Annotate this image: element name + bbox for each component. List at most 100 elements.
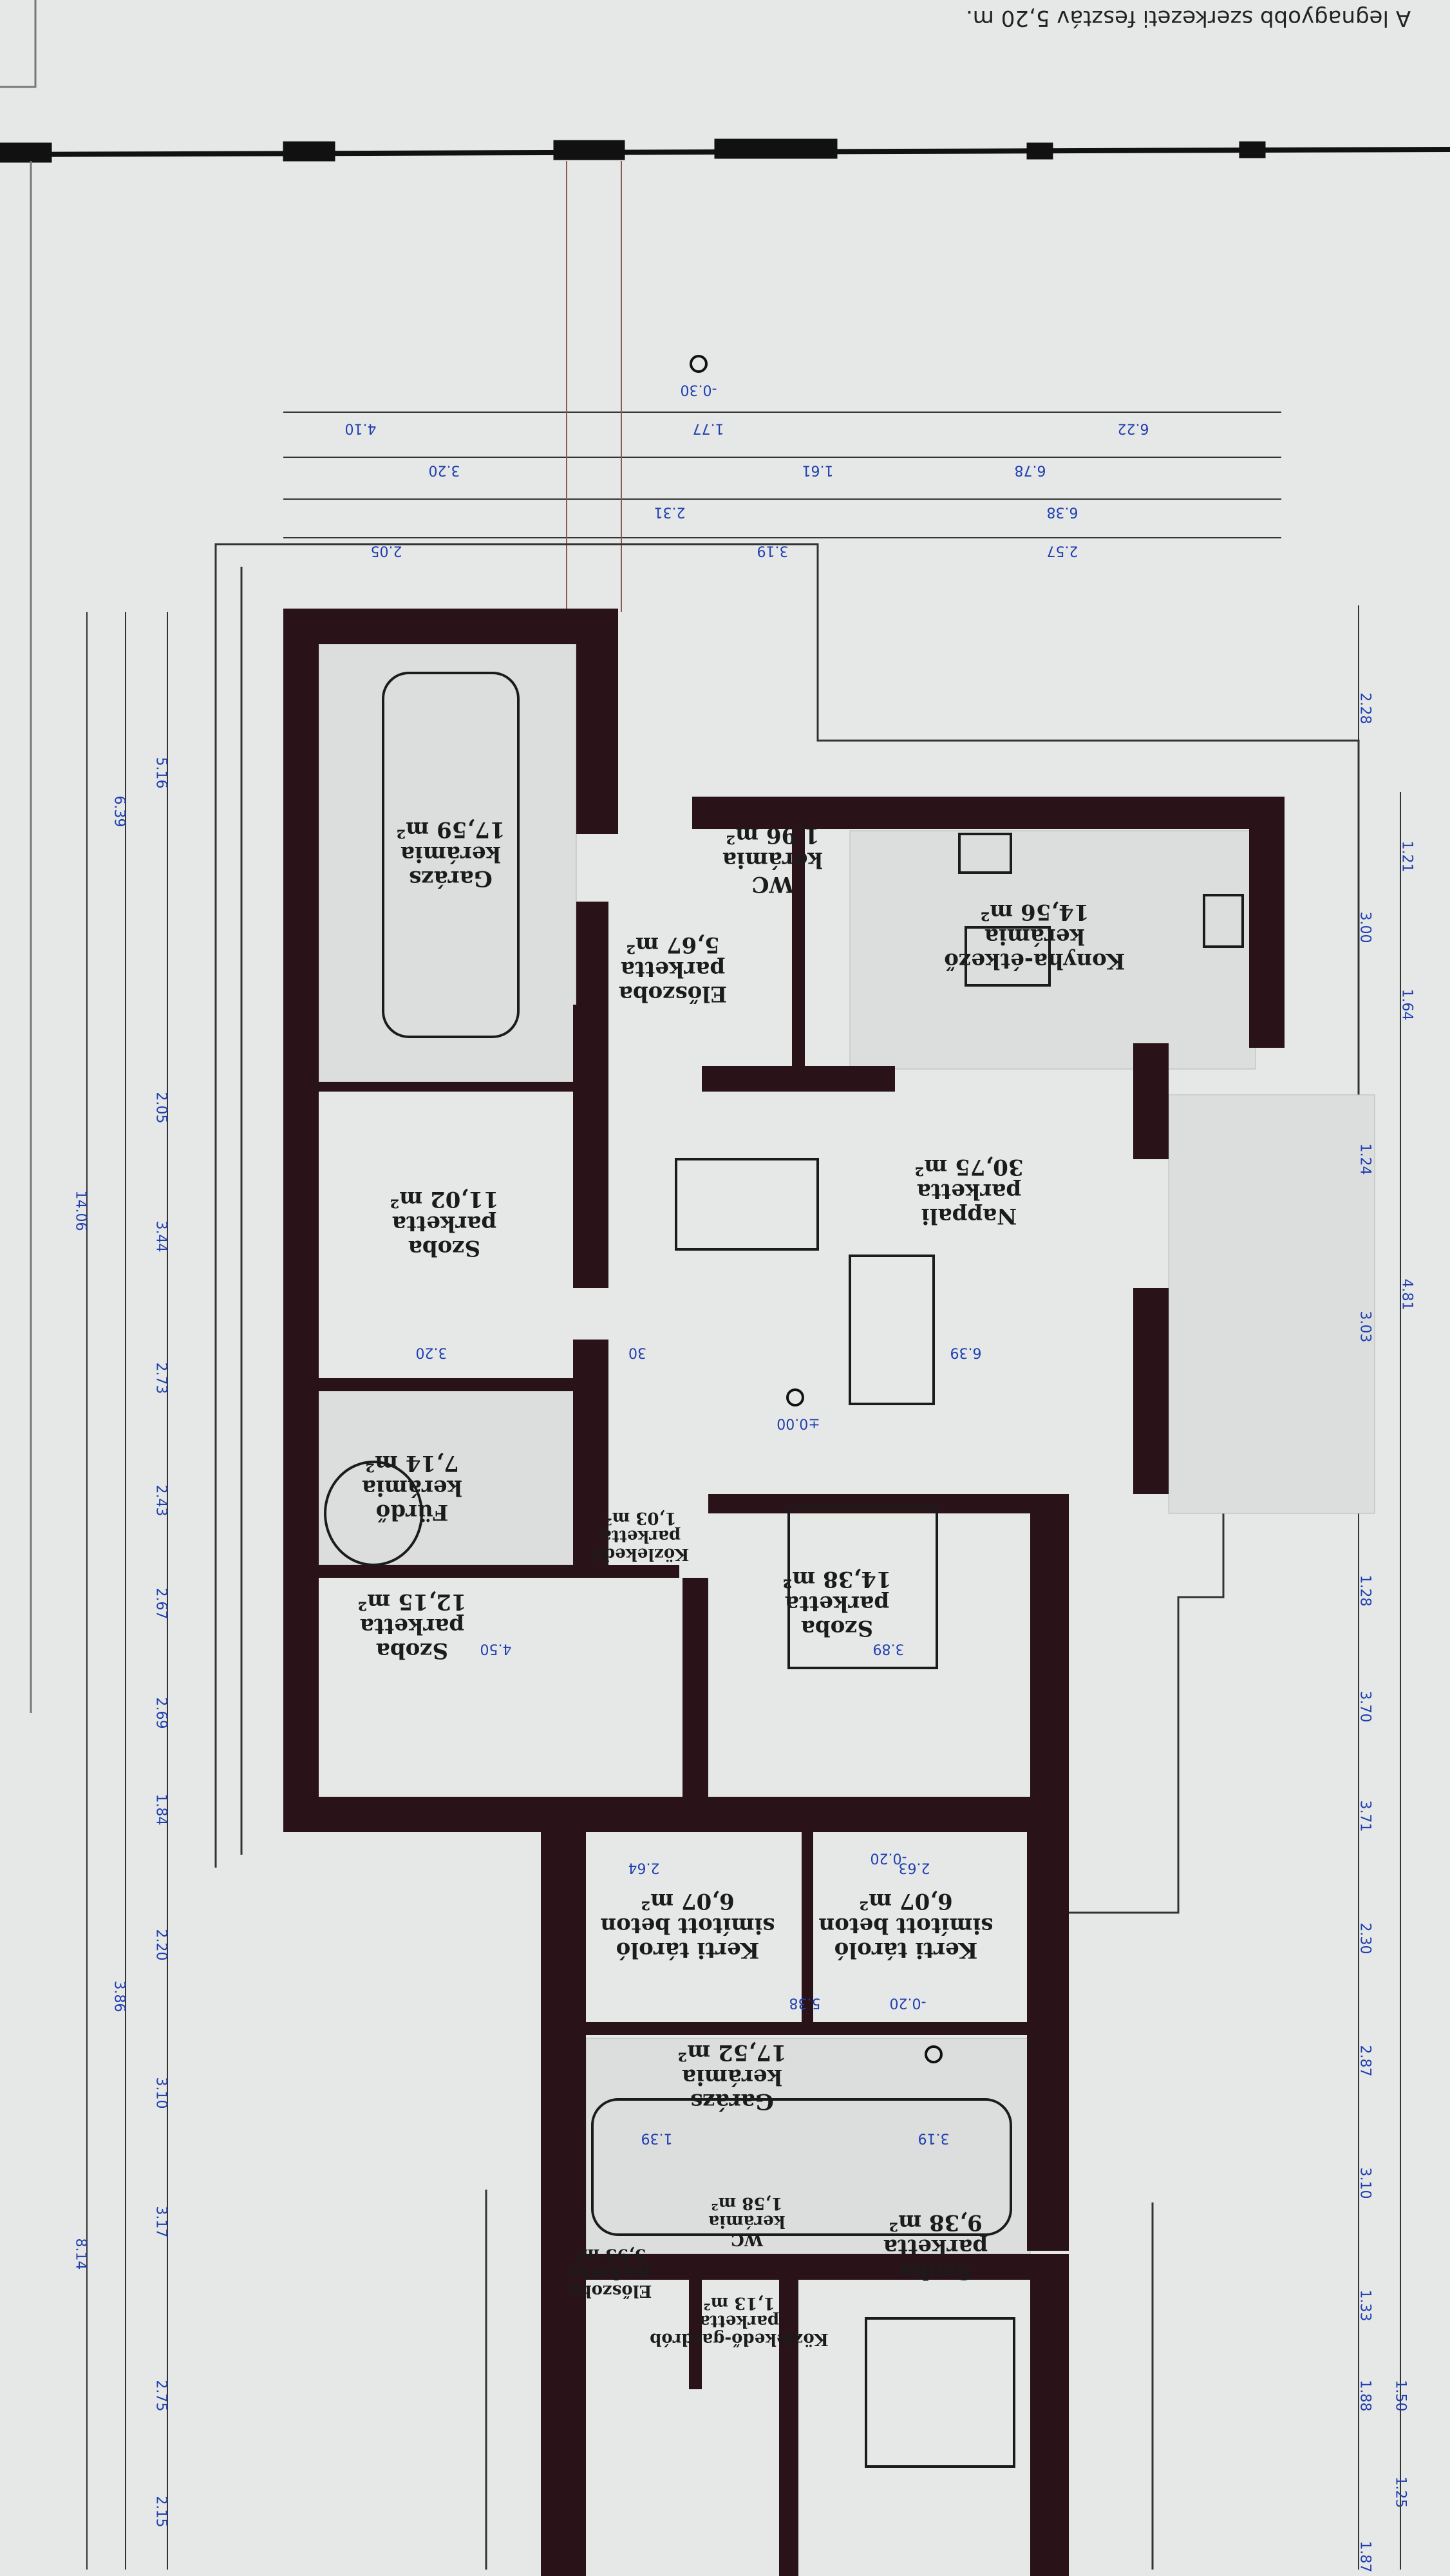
room-area: 17,59 m² — [396, 817, 505, 842]
room-floor: parketta — [359, 1613, 465, 1639]
room-area: 1,96 m² — [726, 822, 820, 848]
room-floor: parketta — [620, 956, 726, 982]
floor-hatch — [318, 643, 1375, 2255]
room-area: 14,38 m² — [782, 1566, 892, 1592]
furniture — [324, 672, 1244, 2468]
room-area: 1,13 m² — [703, 2293, 775, 2313]
room-area: 6,07 m² — [859, 1888, 953, 1914]
dimension-label: -0.20 — [870, 1850, 907, 1866]
car-icon — [382, 672, 520, 1038]
dimension-label: 1.24 — [1357, 1143, 1373, 1175]
room-name: Konyha-étkező — [944, 948, 1125, 974]
dimension-label: 2.30 — [1357, 1922, 1373, 1955]
room-floor: kerámia — [400, 841, 502, 867]
room-area: 9,38 m² — [889, 2210, 983, 2235]
dimension-label: 2.64 — [628, 1859, 660, 1876]
dimension-label: 2.05 — [153, 1092, 169, 1124]
room-area: 11,02 m² — [390, 1186, 499, 1212]
dimension-label: 2.69 — [153, 1697, 169, 1729]
dimension-label: 3.10 — [1357, 2167, 1373, 2199]
dimension-label: 2.43 — [153, 1484, 169, 1517]
dimension-label: 4.10 — [344, 420, 377, 437]
stove-icon — [1203, 894, 1244, 948]
dimension-label: 1.50 — [1392, 2380, 1409, 2412]
dimension-label: 3.19 — [918, 2130, 950, 2146]
dimension-label: 3.10 — [153, 2077, 169, 2109]
room-name: Garázs — [409, 866, 493, 891]
room-name: Előszoba — [569, 2281, 652, 2300]
room-floor: parketta — [784, 1591, 890, 1616]
room-name: Kerti tároló — [616, 1937, 760, 1963]
room-name: Szoba — [800, 1615, 874, 1641]
dimension-label: 2.87 — [1357, 2045, 1373, 2077]
dimension-label: 1.88 — [1357, 2380, 1373, 2412]
sink-icon — [958, 833, 1012, 874]
bed-icon — [865, 2317, 1015, 2468]
dimension-label: 2.73 — [153, 1362, 169, 1394]
dimension-label: 2.28 — [1357, 692, 1373, 724]
dimension-label: 3.00 — [1357, 911, 1373, 943]
room-floor: parketta — [600, 1526, 681, 1546]
room-name: Közlekedő — [592, 1544, 690, 1564]
dimension-label: 3.19 — [757, 542, 789, 559]
room-name: Kerti tároló — [834, 1937, 978, 1963]
dimension-label: 6.22 — [1117, 420, 1149, 437]
room-floor: kerámia — [984, 923, 1086, 949]
dimension-lines — [86, 161, 1401, 2570]
dimension-label: 2.20 — [153, 1929, 169, 1961]
room-name: WC — [751, 871, 794, 897]
room-area: 14,56 m² — [980, 899, 1089, 925]
dimension-label: 2.67 — [153, 1587, 169, 1620]
dimension-label: 1.64 — [1398, 989, 1415, 1021]
dimension-label: 1.28 — [1357, 1575, 1373, 1607]
room-floor: parketta — [916, 1179, 1022, 1204]
room-floor: parketta — [699, 2311, 780, 2331]
dimension-label: 1.84 — [153, 1794, 169, 1826]
dimension-label: 4.50 — [480, 1640, 512, 1657]
dimension-label: 3.86 — [111, 1980, 127, 2012]
room-floor: parketta — [570, 2263, 651, 2282]
dimension-label: 3.44 — [153, 1220, 169, 1253]
dimension-label: 3.89 — [872, 1640, 905, 1657]
room-name: Nappali — [921, 1203, 1017, 1229]
room-floor: kerámia — [361, 1475, 463, 1501]
dimension-label: 3.03 — [1357, 1311, 1373, 1343]
room-floor: parketta — [391, 1211, 497, 1236]
room-area: 17,52 m² — [677, 2040, 787, 2065]
dimension-label: -0.30 — [680, 381, 717, 398]
room-name: Szoba — [375, 1638, 449, 1663]
bathtub-icon — [324, 1461, 423, 1566]
room-name: Szoba — [408, 1235, 481, 1261]
room-floor: simított beton — [818, 1913, 993, 1938]
room-floor: kerámia — [708, 2211, 786, 2231]
dimension-label: 5.16 — [153, 757, 169, 789]
room-area: 6,07 m² — [641, 1888, 735, 1914]
dimension-label: 2.75 — [153, 2380, 169, 2412]
dining-table-icon — [965, 926, 1051, 987]
bed-icon — [787, 1506, 938, 1669]
dimension-label: 3.20 — [428, 462, 460, 478]
dimension-label: 1.61 — [802, 462, 834, 478]
car-icon — [591, 2098, 1012, 2236]
dimension-label: 1.39 — [641, 2130, 673, 2146]
dimension-label: ±0.00 — [777, 1415, 820, 1432]
room-floor: simított beton — [600, 1913, 775, 1938]
dimension-label: 5.38 — [789, 1994, 821, 2011]
dimension-label: 1.77 — [692, 420, 724, 437]
dimension-label: -0.20 — [889, 1994, 927, 2011]
room-area: 30,75 m² — [914, 1154, 1024, 1180]
dimension-label: 14.06 — [72, 1190, 89, 1231]
dimension-label: 2.15 — [153, 2496, 169, 2528]
